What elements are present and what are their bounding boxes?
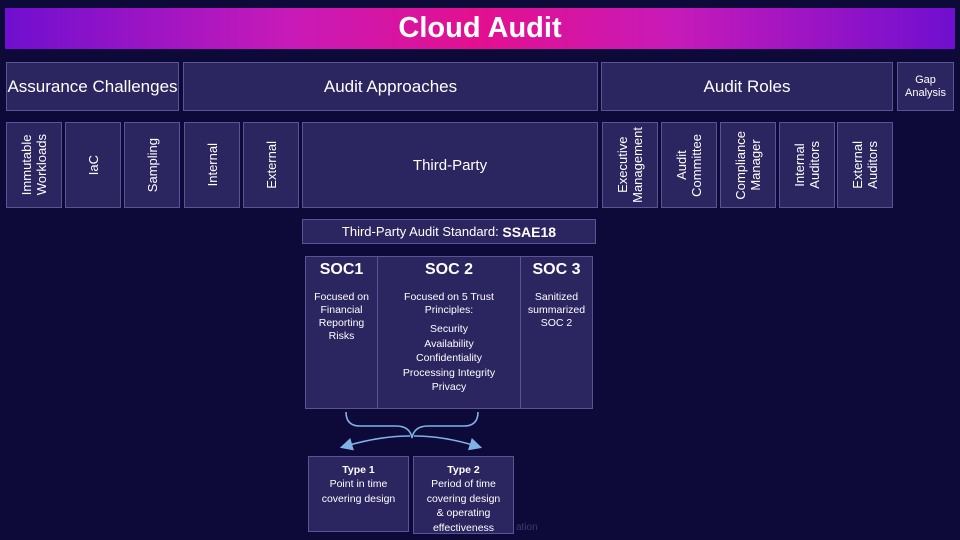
principle-processing-integrity: Processing Integrity xyxy=(402,366,496,379)
arrow-type2 xyxy=(413,435,483,451)
role-compliance-manager: Compliance Manager xyxy=(720,122,776,208)
type1-desc: Point in time covering design xyxy=(321,478,396,505)
faint-caption: ation xyxy=(516,522,538,533)
curly-brace xyxy=(345,411,479,439)
approach-internal: Internal xyxy=(184,122,240,208)
approach-external: External xyxy=(243,122,299,208)
approach-third-party: Third-Party xyxy=(302,122,598,208)
principle-security: Security xyxy=(430,323,468,335)
soc3-box: SOC 3 Sanitized summarized SOC 2 xyxy=(520,256,593,409)
challenge-sampling: Sampling xyxy=(124,122,180,208)
soc3-desc: Sanitized summarized SOC 2 xyxy=(527,291,586,329)
role-internal-auditors: Internal Auditors xyxy=(779,122,835,208)
role-audit-committee: Audit Committee xyxy=(661,122,717,208)
page-title: Cloud Audit xyxy=(398,12,562,44)
principle-confidentiality: Confidentiality xyxy=(416,352,482,365)
third-party-standard: Third-Party Audit Standard: SSAE18 xyxy=(302,219,596,244)
role-executive-management: Executive Management xyxy=(602,122,658,208)
soc1-desc: Focused on Financial Reporting Risks xyxy=(314,291,369,342)
header-audit-roles: Audit Roles xyxy=(601,62,893,111)
soc2-title: SOC 2 xyxy=(424,261,473,278)
soc1-title: SOC1 xyxy=(319,261,364,278)
standard-label: Third-Party Audit Standard: xyxy=(341,224,499,239)
header-assurance-challenges: Assurance Challenges xyxy=(6,62,179,111)
arrow-type1 xyxy=(339,435,411,451)
challenge-immutable-workloads: Immutable Workloads xyxy=(6,122,62,208)
soc1-box: SOC1 Focused on Financial Reporting Risk… xyxy=(305,256,378,409)
challenge-iac: IaC xyxy=(65,122,121,208)
type1-box: Type 1 Point in time covering design xyxy=(308,456,409,532)
role-external-auditors: External Auditors xyxy=(837,122,893,208)
soc3-title: SOC 3 xyxy=(532,261,581,278)
header-audit-approaches: Audit Approaches xyxy=(183,62,598,111)
type2-title: Type 2 xyxy=(447,464,480,476)
type2-desc: Period of time covering design & operati… xyxy=(426,478,501,534)
soc2-principles: Security Availability Confidentiality Pr… xyxy=(403,322,495,395)
principle-availability: Availability xyxy=(424,337,474,350)
type1-title: Type 1 xyxy=(342,464,375,476)
standard-value: SSAE18 xyxy=(502,223,557,240)
soc2-desc: Focused on 5 Trust Principles: xyxy=(404,291,494,316)
principle-privacy: Privacy xyxy=(431,381,467,394)
header-gap-analysis: Gap Analysis xyxy=(897,62,954,111)
title-banner: Cloud Audit xyxy=(5,8,955,49)
soc2-box: SOC 2 Focused on 5 Trust Principles: Sec… xyxy=(377,256,521,409)
type2-box: Type 2 Period of time covering design & … xyxy=(413,456,514,534)
